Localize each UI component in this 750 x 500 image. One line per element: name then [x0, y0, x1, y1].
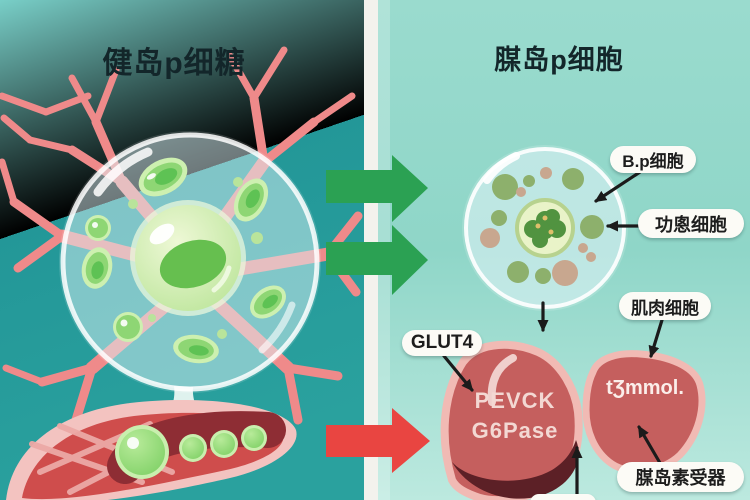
callout-muscle-cell: 肌肉细胞 — [619, 292, 711, 320]
pancreas-organ — [6, 400, 297, 500]
callout-insulin-receptor: 腜岛素受器 — [617, 462, 744, 492]
organelles — [81, 157, 286, 364]
callout-glut4: GLUT4 — [402, 330, 482, 356]
pointer-receptor — [637, 425, 662, 465]
islet-nucleus — [515, 198, 575, 258]
liver-enzyme-label: PEVCK G6Pase — [455, 386, 575, 445]
left-panel-title: 健岛p细糖 — [102, 47, 246, 80]
callout-bp-cell: B.p细胞 — [610, 146, 696, 173]
liver-lobe-right — [582, 350, 706, 475]
green-flow-arrow-1 — [326, 155, 428, 222]
red-flow-arrow — [326, 408, 430, 473]
cell-nucleus — [130, 200, 246, 316]
liver-enzyme-line1: PEVCK — [474, 388, 556, 413]
insulin-granules — [115, 425, 267, 479]
callout-gong-cell: 功悤细胞 — [638, 209, 744, 238]
pointer-arrows — [442, 170, 664, 500]
liver-shadow — [452, 440, 579, 499]
liver-enzyme-line2: G6Pase — [471, 417, 559, 443]
green-flow-arrow-2 — [326, 225, 428, 295]
pointer-bp-cell — [594, 170, 642, 203]
right-panel-title: 腜岛p细胞 — [494, 45, 624, 75]
islet-cell — [462, 145, 628, 311]
islet-granule-dots — [480, 167, 604, 286]
pointer-muscle-cell — [648, 318, 664, 358]
callout-cutoff-bottom — [530, 494, 596, 500]
pointer-glut4 — [442, 354, 474, 392]
mmol-label: tƷmmol. — [606, 377, 684, 399]
beta-cell — [59, 131, 321, 393]
